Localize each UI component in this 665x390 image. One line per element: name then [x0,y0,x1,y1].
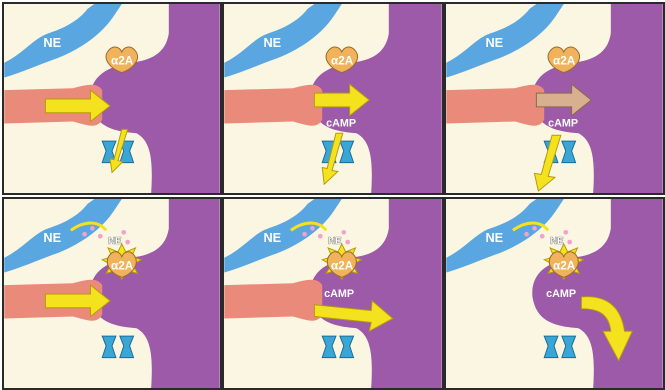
ne-neuron-shape [224,199,342,272]
panel-5-svg: NE NE α2A cAMP [224,199,442,388]
alpha2a-label: α2A [331,55,354,68]
axon-shape [224,85,322,126]
panel-4: NE NE α2A [2,197,222,390]
released-ne-label: NE [328,236,342,247]
panel-3: NE α2A cAMP [444,2,665,195]
camp-label: cAMP [326,117,356,129]
panel-4-svg: NE NE α2A [4,199,220,388]
alpha2a-label: α2A [111,55,134,68]
axon-shape [446,85,544,126]
alpha2a-label: α2A [111,260,134,273]
dendrite-shape [90,199,219,388]
panel-3-svg: NE α2A cAMP [446,4,663,193]
panel-2: NE α2A cAMP [222,2,444,195]
alpha2a-label: α2A [331,260,354,273]
panel-2-svg: NE α2A cAMP [224,4,442,193]
panel-1-svg: NE α2A [4,4,220,193]
released-ne-label: NE [108,236,122,247]
axon-shape [224,280,322,321]
panel-1: NE α2A [2,2,222,195]
ne-neuron-shape [4,4,122,77]
ne-label: NE [263,230,281,245]
camp-label: cAMP [546,288,576,300]
panel-6-svg: NE NE α2A cAMP [446,199,663,388]
panel-5: NE NE α2A cAMP [222,197,444,390]
panel-6: NE NE α2A cAMP [444,197,665,390]
alpha2a-label: α2A [553,55,576,68]
ne-label: NE [485,230,503,245]
alpha2a-label: α2A [553,260,576,273]
camp-label: cAMP [548,117,578,129]
ne-neuron-shape [446,4,564,77]
ion-channel [544,336,575,358]
ion-channel [322,336,353,358]
ne-label: NE [263,35,281,50]
ne-label: NE [43,230,61,245]
ne-neuron-shape [4,199,122,272]
released-ne-label: NE [550,236,564,247]
ion-channel [102,336,133,358]
dendrite-shape [90,4,219,193]
ne-neuron-shape [224,4,342,77]
ne-label: NE [43,35,61,50]
camp-label: cAMP [324,288,354,300]
ne-neuron-shape [446,199,564,272]
ne-label: NE [485,35,503,50]
